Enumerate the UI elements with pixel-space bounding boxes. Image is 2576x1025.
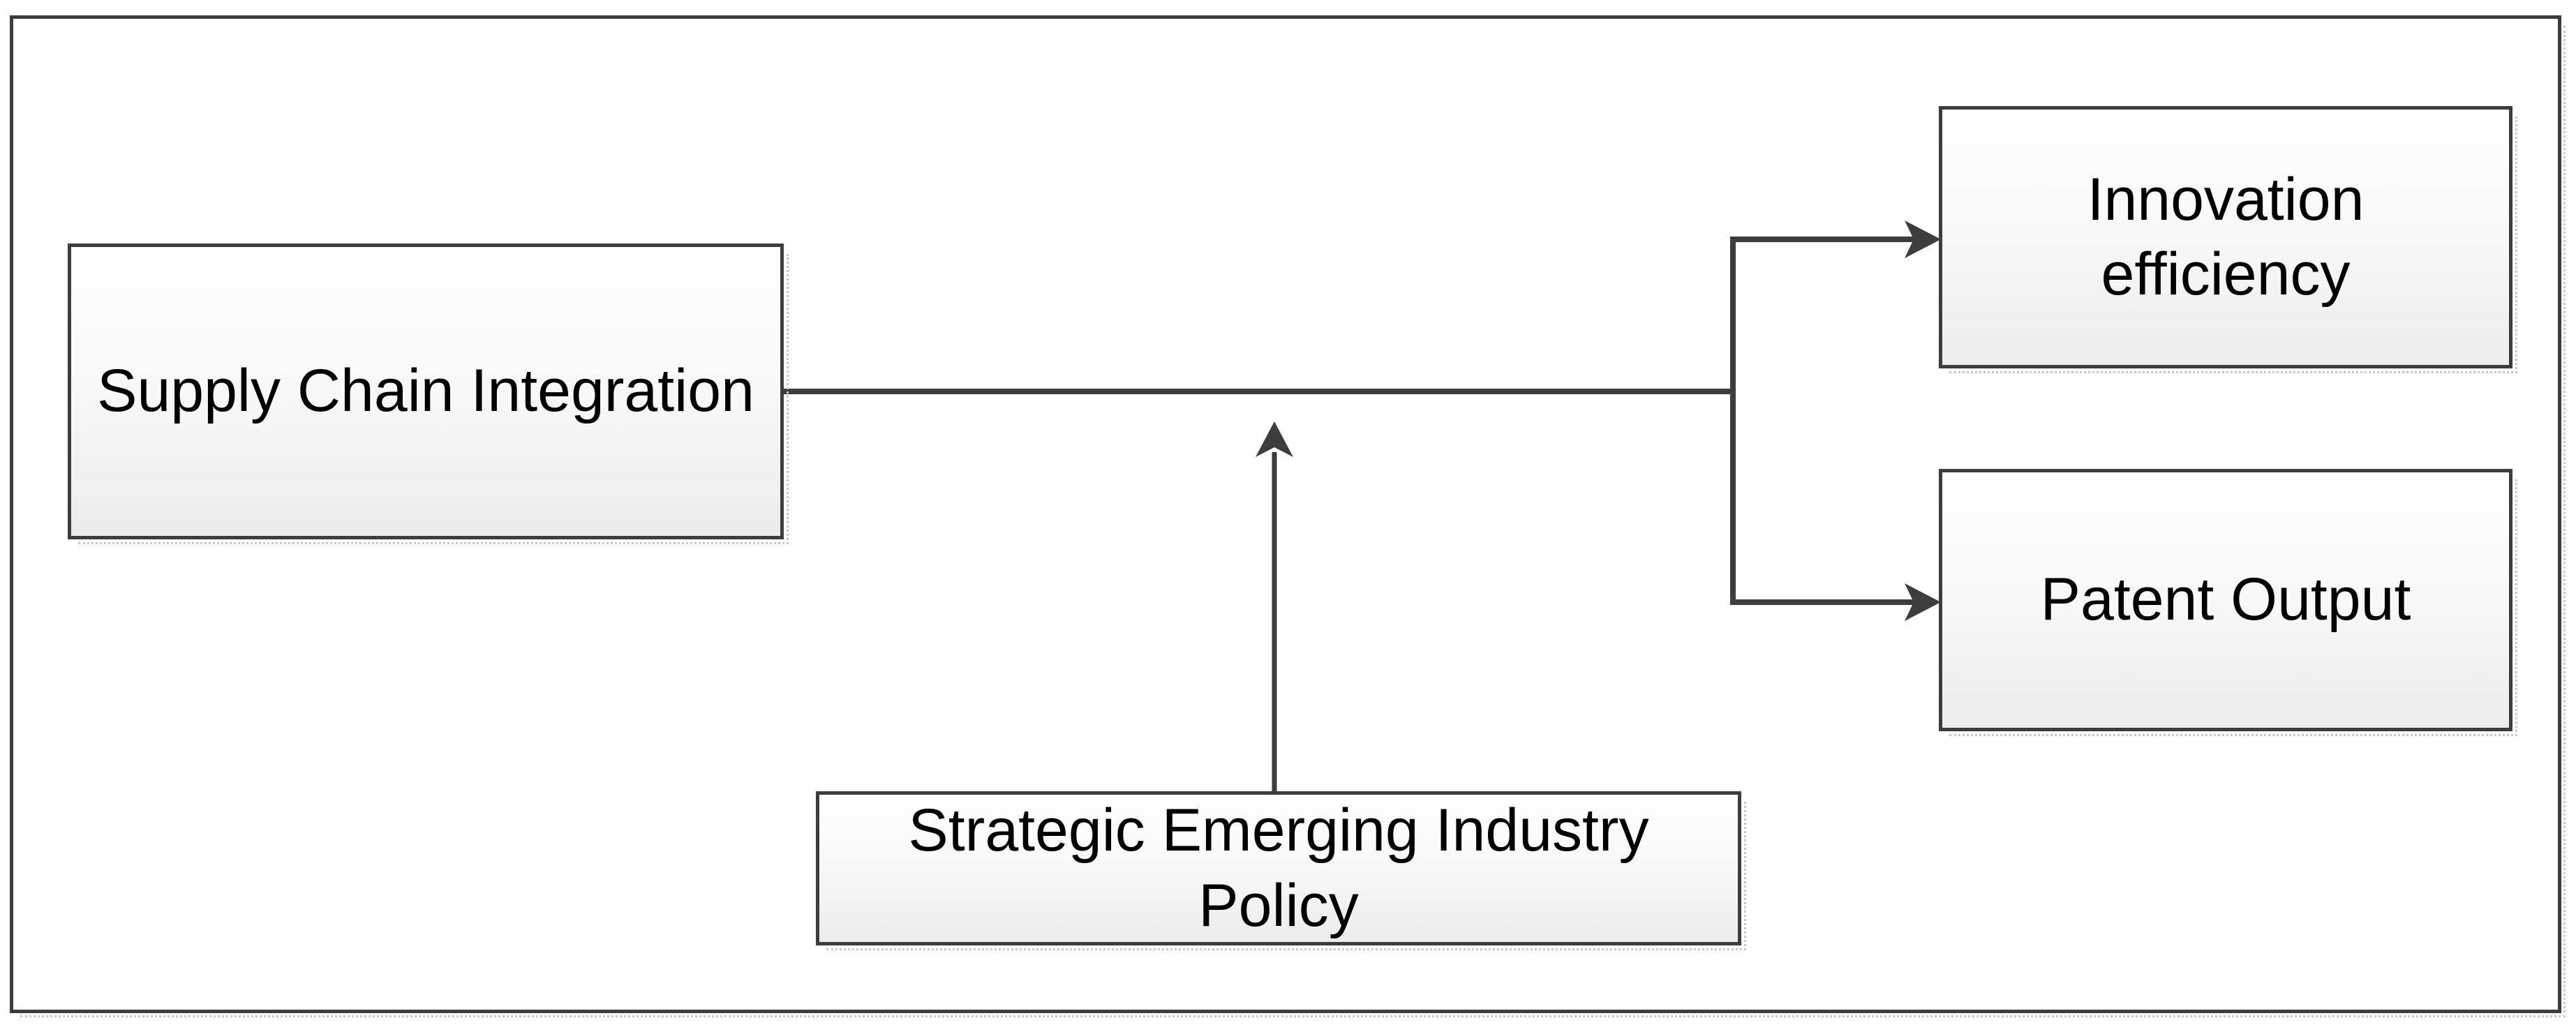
node-label-line: efficiency [2101,241,2351,308]
node-label-line: Policy [1198,871,1359,939]
node-patent-output: Patent Output [1939,469,2517,736]
node-supply-chain-integration: Supply Chain Integration [68,244,789,544]
node-strategic-emerging-industry-policy: Strategic Emerging Industry Policy [816,791,1746,950]
arrowhead-to-innovation [1905,220,1941,258]
node-label-line: Innovation [2087,165,2365,233]
arrowhead-to-patent [1905,583,1941,621]
node-label-line: Supply Chain Integration [97,357,754,425]
node-label-line: Patent Output [2040,566,2411,634]
arrowhead-moderation-up [1256,421,1293,457]
node-innovation-efficiency: Innovation efficiency [1939,106,2517,373]
node-label-line: Strategic Emerging Industry [908,797,1649,864]
